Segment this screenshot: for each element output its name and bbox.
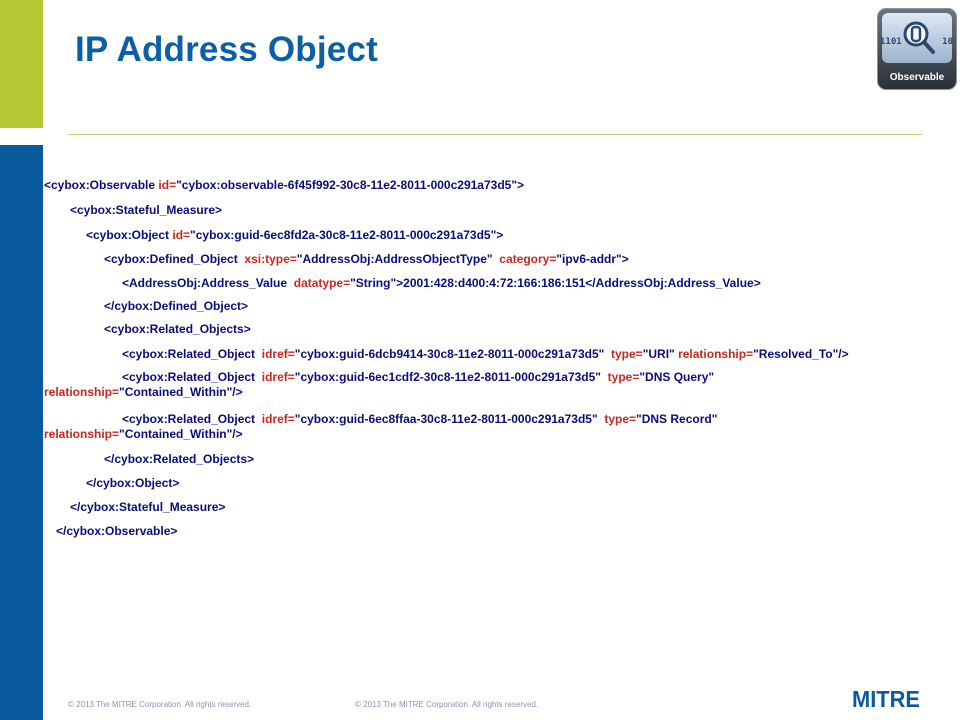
xml-line-object-close: </cybox:Object>: [86, 476, 180, 490]
xml-line-related-objects-open: <cybox:Related_Objects>: [104, 322, 251, 336]
badge-label: Observable: [889, 72, 945, 83]
footer-copyright-left: © 2013 The MITRE Corporation. All rights…: [68, 700, 252, 709]
slide-title: IP Address Object: [75, 30, 378, 69]
xml-line-defined-object-open: <cybox:Defined_Object xsi:type="AddressO…: [104, 252, 629, 266]
xml-line-observable-close: </cybox:Observable>: [56, 524, 178, 538]
accent-bar-green: [0, 0, 43, 128]
svg-text:MITRE: MITRE: [852, 688, 920, 710]
magnifier-icon: [903, 21, 935, 54]
xml-line-stateful-open: <cybox:Stateful_Measure>: [70, 203, 223, 217]
xml-line-related-object-uri: <cybox:Related_Object idref="cybox:guid-…: [122, 347, 849, 361]
badge-bits-left: 1101: [880, 37, 902, 47]
xml-line-observable-open: <cybox:Observable id="cybox:observable-6…: [44, 178, 525, 192]
accent-bar-blue: [0, 145, 43, 720]
xml-line-related-object-dns-query: <cybox:Related_Object idref="cybox:guid-…: [44, 370, 715, 399]
footer-copyright-right: © 2013 The MITRE Corporation. All rights…: [355, 700, 539, 709]
xml-line-object-open: <cybox:Object id="cybox:guid-6ec8fd2a-30…: [86, 228, 504, 242]
xml-line-stateful-close: </cybox:Stateful_Measure>: [70, 500, 226, 514]
xml-line-related-object-dns-record: <cybox:Related_Object idref="cybox:guid-…: [44, 412, 718, 441]
title-divider: [68, 134, 922, 135]
xml-line-defined-object-close: </cybox:Defined_Object>: [104, 299, 249, 313]
badge-bits-right: 10: [942, 37, 953, 47]
mitre-logo: MITRE: [852, 688, 920, 710]
observable-badge-icon: 1101 10 Observable: [877, 8, 957, 90]
xml-line-related-objects-close: </cybox:Related_Objects>: [104, 452, 255, 466]
xml-line-address-value: <AddressObj:Address_Value datatype="Stri…: [122, 276, 761, 290]
